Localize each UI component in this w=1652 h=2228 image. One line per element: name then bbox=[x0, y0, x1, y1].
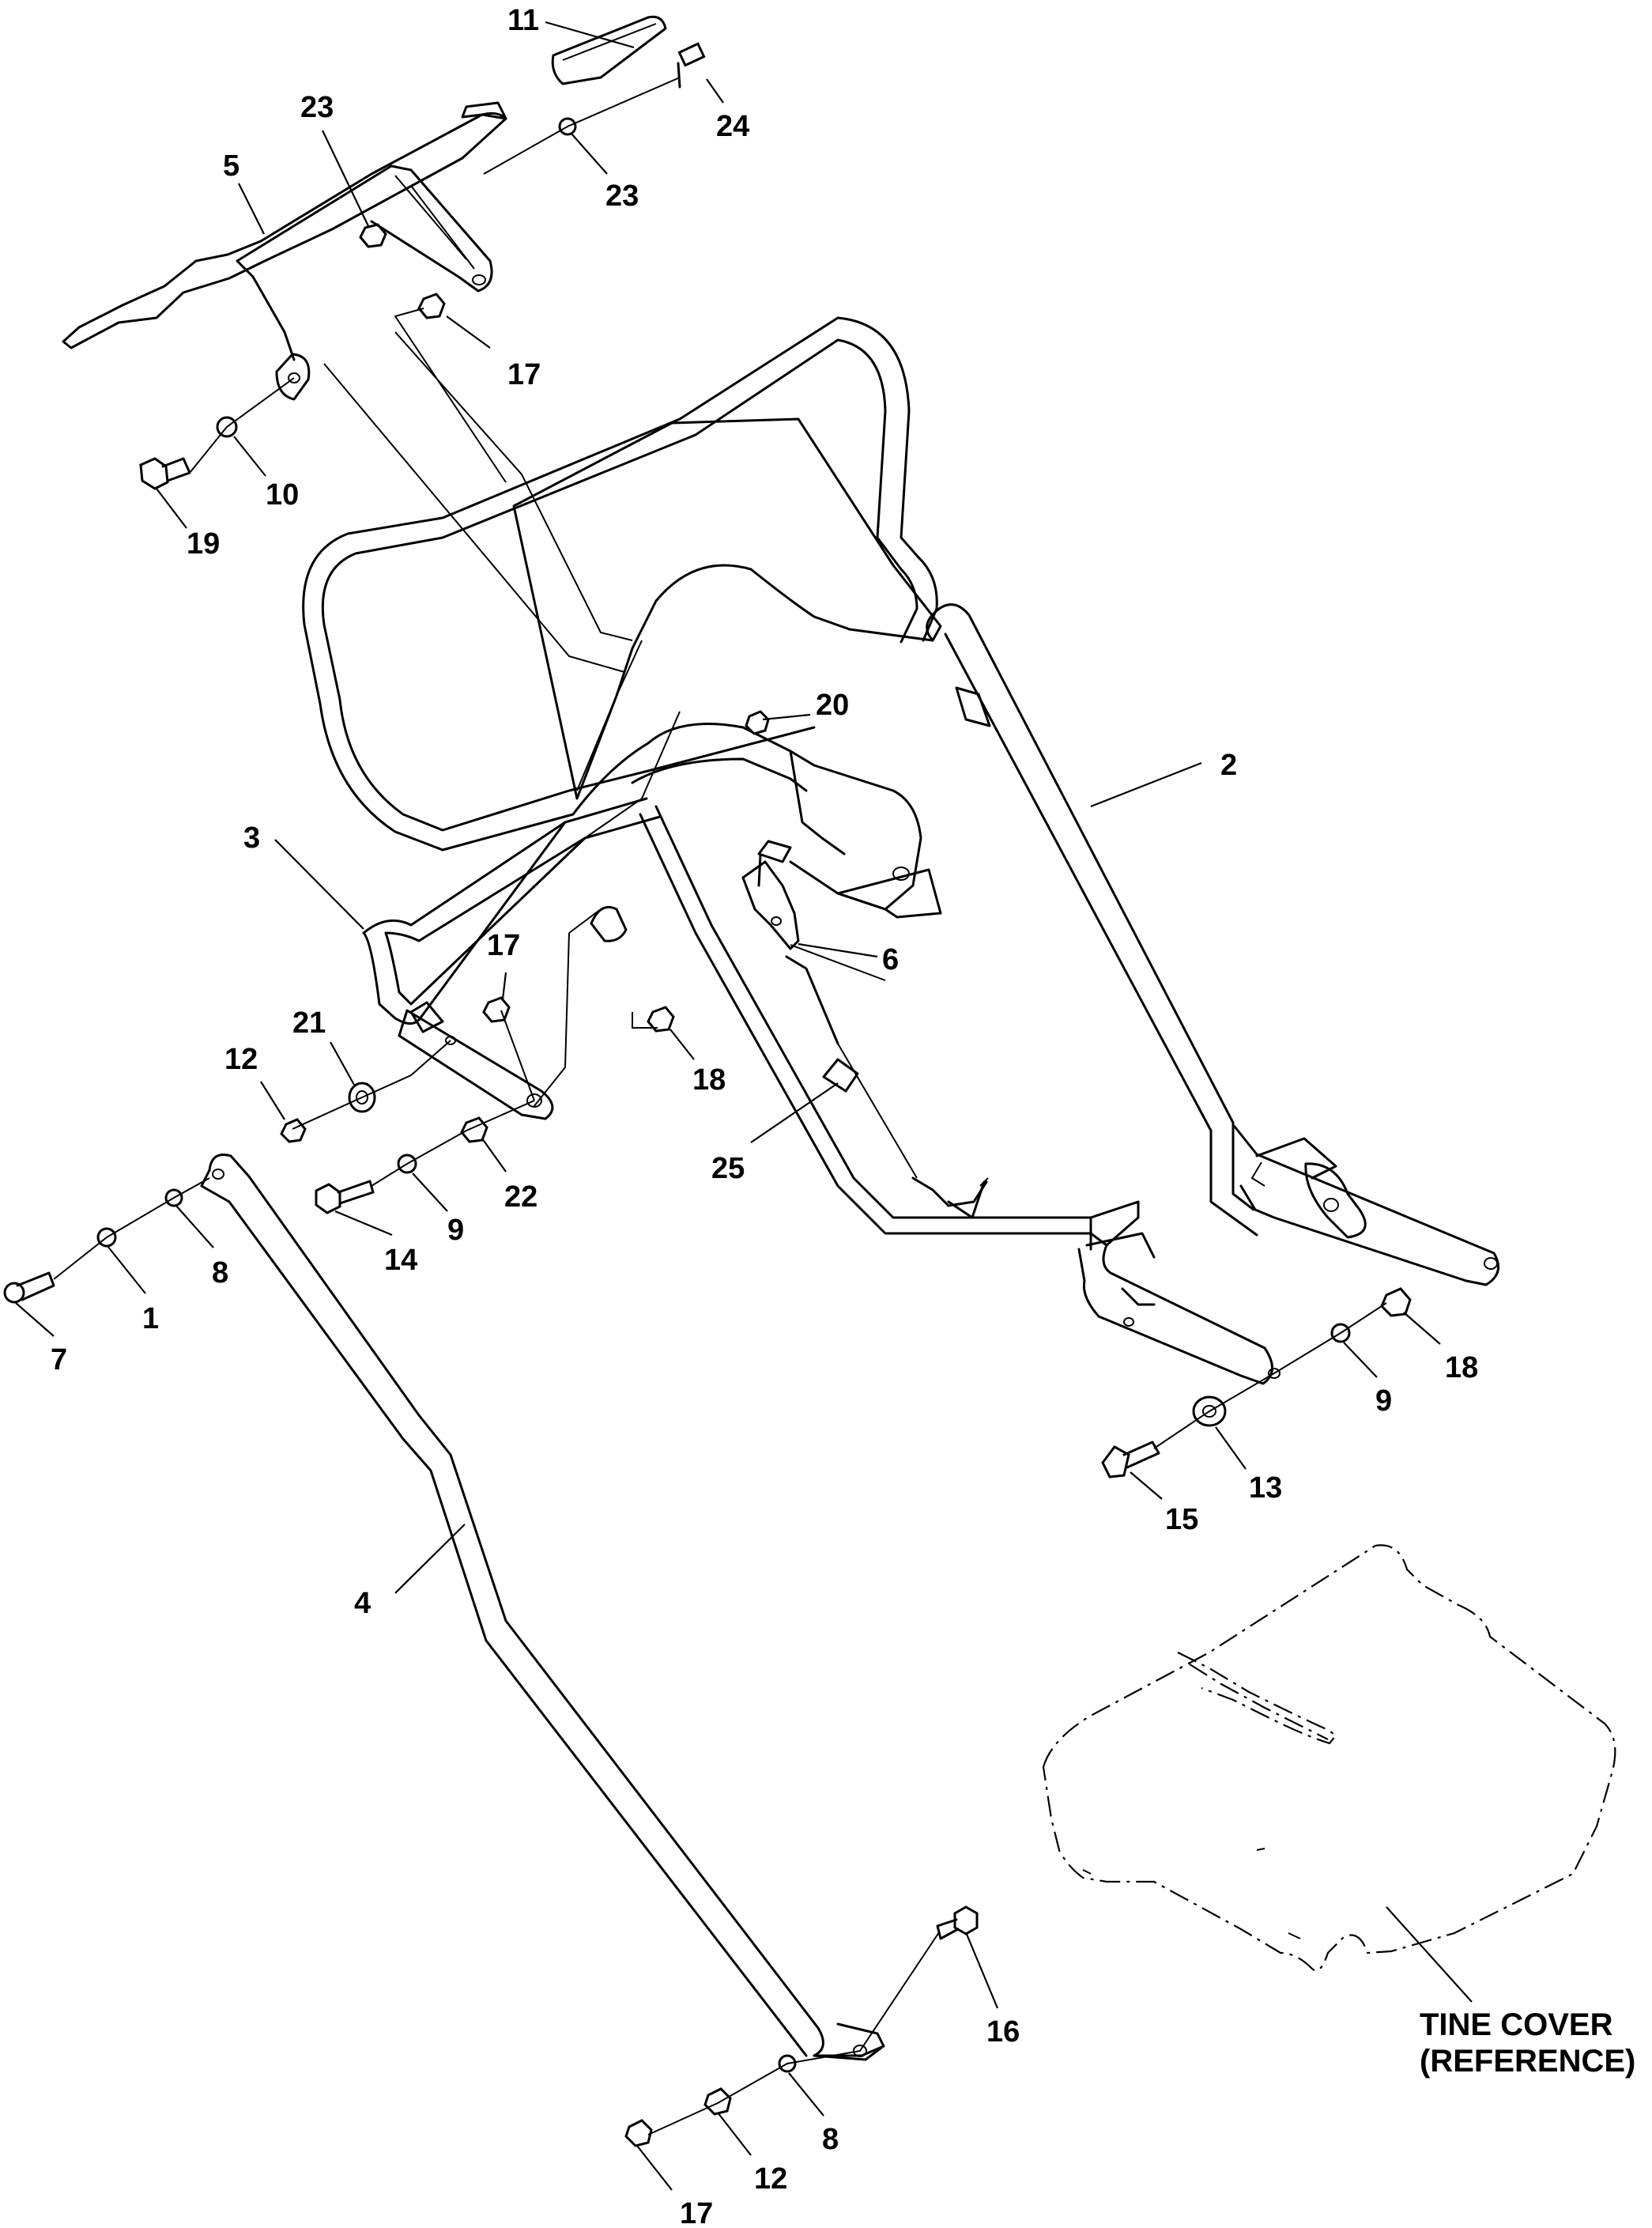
callout-3: 3 bbox=[243, 821, 260, 855]
callout-18-center: 18 bbox=[692, 1063, 726, 1097]
callouts: 11 24 23 23 5 17 10 19 20 2 3 17 6 21 12… bbox=[51, 4, 1478, 2228]
callout-23-left: 23 bbox=[300, 91, 334, 124]
callout-17-top: 17 bbox=[507, 358, 541, 391]
callout-25: 25 bbox=[711, 1152, 745, 1185]
part-15-bolt bbox=[1101, 1441, 1160, 1478]
callout-8-bottom: 8 bbox=[822, 2123, 839, 2156]
control-cable bbox=[323, 331, 643, 791]
callout-13: 13 bbox=[1249, 1471, 1282, 1505]
part-12-locknut-bottom bbox=[703, 2087, 732, 2116]
part-25-clip bbox=[822, 1058, 859, 1093]
callout-14: 14 bbox=[384, 1244, 417, 1277]
part-2-main-handle bbox=[302, 316, 1500, 1286]
callout-22: 22 bbox=[504, 1180, 537, 1214]
callout-23-right: 23 bbox=[605, 179, 639, 213]
callout-9-left: 9 bbox=[447, 1214, 464, 1247]
tine-cover-reference-outline bbox=[1042, 1544, 1616, 1972]
callout-17-mid: 17 bbox=[487, 929, 520, 962]
part-18-nut-right bbox=[1380, 1287, 1412, 1317]
part-16-bolt bbox=[936, 1905, 979, 1940]
callout-15: 15 bbox=[1165, 1503, 1198, 1536]
reference-line-1: TINE COVER bbox=[1420, 2007, 1613, 2042]
assembly-axes bbox=[53, 77, 1387, 2135]
part-19-bolt bbox=[139, 457, 191, 490]
callout-16: 16 bbox=[986, 2015, 1020, 2049]
callout-12-left: 12 bbox=[224, 1043, 258, 1076]
part-18-nut bbox=[647, 1006, 675, 1033]
callout-18-right: 18 bbox=[1445, 1351, 1478, 1384]
part-11-grip-sleeve bbox=[551, 15, 667, 85]
part-12-locknut bbox=[280, 1118, 307, 1143]
callout-17-bottom: 17 bbox=[680, 2197, 713, 2228]
callout-24: 24 bbox=[716, 110, 749, 143]
callout-7: 7 bbox=[51, 1343, 67, 1376]
callout-19: 19 bbox=[187, 527, 220, 561]
part-20-nut bbox=[745, 710, 770, 735]
part-4-support-rod bbox=[200, 1154, 885, 2061]
handle-frame-curve bbox=[631, 757, 1280, 1385]
part-17-nut-bottom bbox=[624, 2119, 653, 2147]
leader-lines bbox=[15, 21, 1473, 2191]
callout-6: 6 bbox=[882, 943, 899, 976]
callout-11: 11 bbox=[507, 4, 539, 37]
part-24-bolt bbox=[677, 42, 706, 89]
part-7-bolt bbox=[3, 1271, 55, 1304]
reference-line-2: (REFERENCE) bbox=[1420, 2044, 1635, 2079]
callout-12-bottom: 12 bbox=[754, 2162, 787, 2196]
callout-9-right: 9 bbox=[1375, 1384, 1392, 1418]
callout-4: 4 bbox=[354, 1587, 371, 1620]
part-5-upper-handle bbox=[62, 101, 507, 401]
callout-1: 1 bbox=[142, 1302, 159, 1335]
callout-2: 2 bbox=[1220, 749, 1237, 782]
part-17-nut-mid bbox=[482, 996, 511, 1023]
part-6-control-lever bbox=[741, 840, 989, 1219]
callout-8-left: 8 bbox=[212, 1256, 228, 1290]
callout-10: 10 bbox=[266, 478, 299, 512]
tine-cover-reference-label: TINE COVER (REFERENCE) bbox=[1420, 2007, 1635, 2079]
callout-20: 20 bbox=[816, 689, 849, 722]
callout-5: 5 bbox=[223, 149, 240, 183]
part-22-locknut bbox=[460, 1116, 488, 1143]
callout-21: 21 bbox=[292, 1006, 326, 1040]
part-14-bolt bbox=[315, 1180, 375, 1214]
part-3-handle-crossbar bbox=[362, 797, 662, 1120]
part-17-nut-top bbox=[417, 293, 446, 319]
